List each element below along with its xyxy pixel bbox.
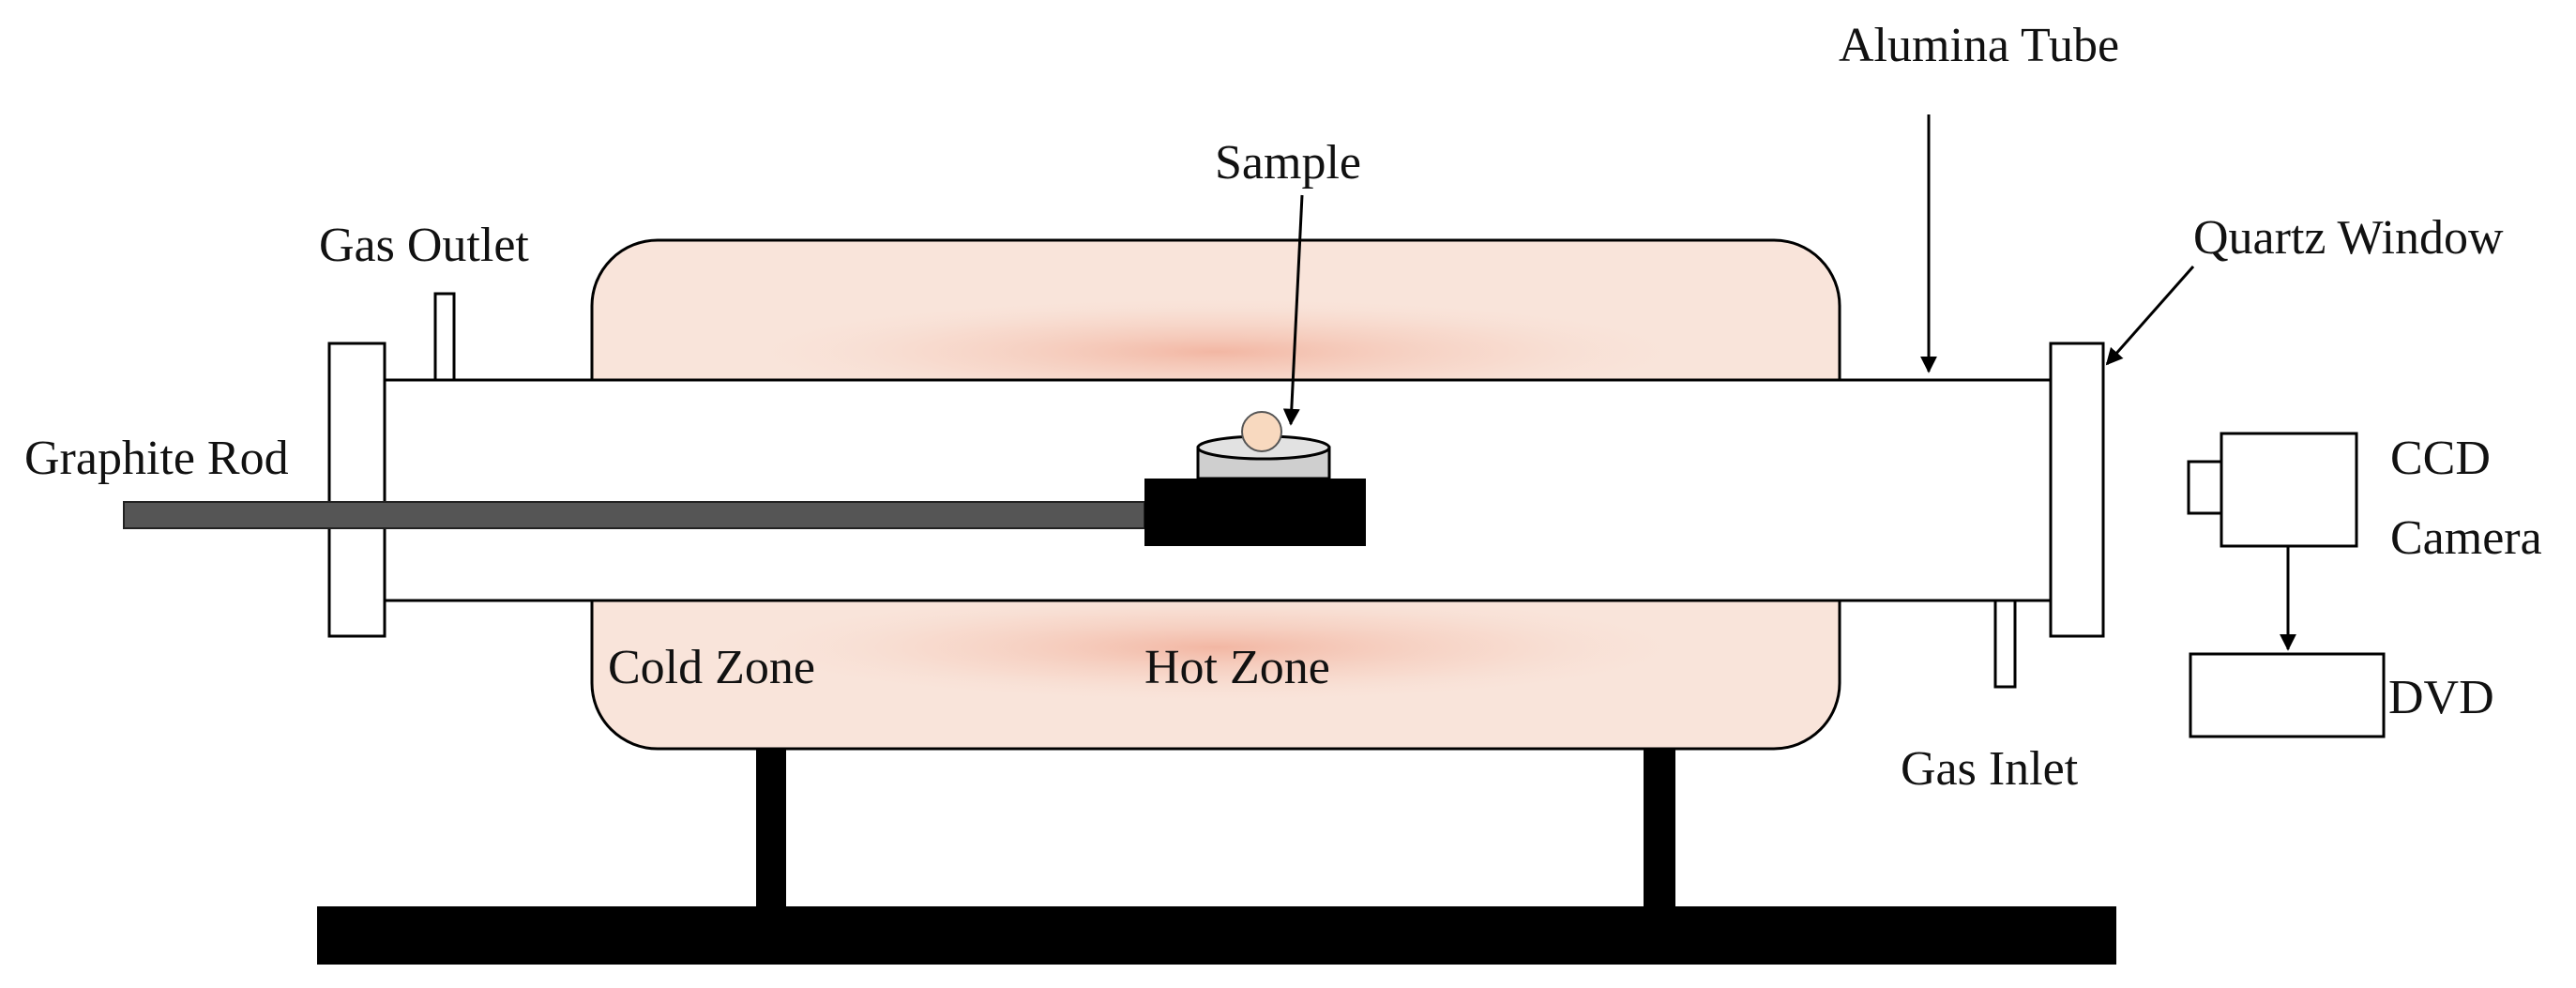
quartz-window-flange (2049, 342, 2105, 638)
sample-label: Sample (1215, 136, 1361, 190)
ccd-camera-lens (2187, 460, 2223, 515)
furnace-leg-right (1644, 739, 1675, 908)
quartz-window-arrow (2105, 266, 2195, 366)
graphite-rod-label: Graphite Rod (24, 432, 289, 485)
sample-arrow (1282, 194, 1304, 426)
left-flange (327, 342, 386, 638)
ccd-camera-label-line1: CCD (2390, 432, 2491, 485)
dvd-recorder (2189, 652, 2386, 738)
sample-ball (1241, 411, 1282, 452)
sample-holder-block (1144, 479, 1366, 546)
gas-outlet-pipe (433, 292, 456, 382)
gas-inlet-pipe (1993, 599, 2017, 689)
ccd-camera-body (2220, 432, 2358, 548)
alumina-tube-label: Alumina Tube (1839, 19, 2119, 72)
cold-zone-label: Cold Zone (608, 641, 815, 694)
base-plate (317, 906, 2116, 965)
gas-inlet-label: Gas Inlet (1901, 742, 2079, 796)
quartz-window-label: Quartz Window (2193, 211, 2504, 265)
furnace-glow-bottom (728, 591, 1704, 704)
graphite-rod (123, 501, 1145, 529)
gas-outlet-label: Gas Outlet (319, 219, 529, 272)
ccd-camera-label-line2: Camera (2390, 511, 2542, 565)
hot-zone-label: Hot Zone (1144, 641, 1330, 694)
dvd-label: DVD (2388, 671, 2494, 724)
furnace-leg-left (756, 739, 786, 908)
